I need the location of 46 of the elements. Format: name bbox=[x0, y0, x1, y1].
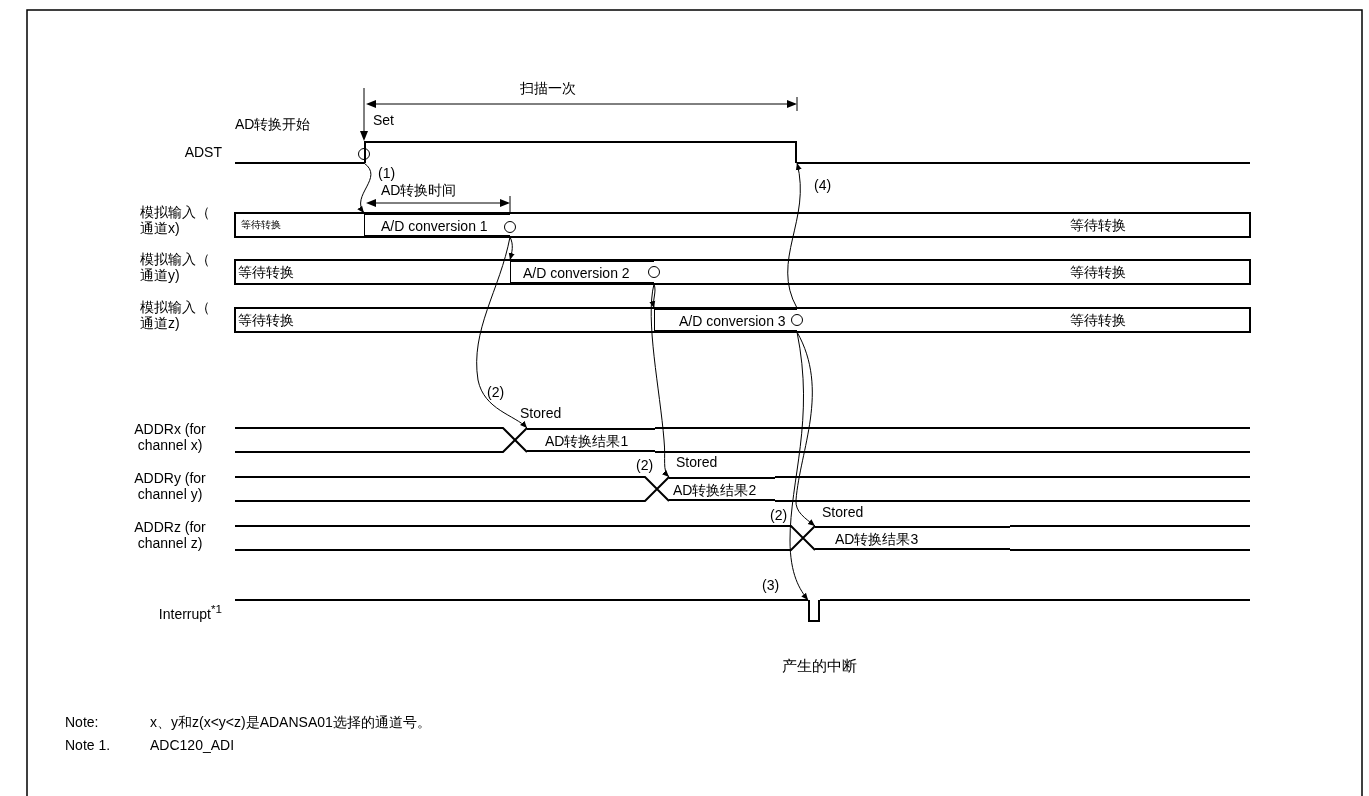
arrow bbox=[357, 162, 372, 214]
signal-name: Interrupt$^{*1}$ bbox=[157, 602, 222, 623]
bus-segment: A/D conversion 1 bbox=[364, 213, 510, 237]
state-label: 等待转换 bbox=[1070, 264, 1126, 281]
edge-label: (1) bbox=[378, 166, 396, 180]
state-label: 等待转换 bbox=[241, 219, 281, 231]
arrow bbox=[649, 283, 656, 309]
bus-segment: AD转换结果1 bbox=[527, 428, 655, 452]
arrow bbox=[787, 162, 802, 309]
bus-segment: AD转换结果2 bbox=[669, 477, 775, 501]
signal-name: ADDRy (for channel y) bbox=[133, 470, 207, 503]
edge-label: (3) bbox=[762, 578, 780, 592]
bus-segment: A/D conversion 3 bbox=[654, 308, 797, 332]
state-label: 等待转换 bbox=[1070, 217, 1126, 234]
dimension-label: AD转换时间 bbox=[381, 182, 457, 199]
arrow bbox=[508, 236, 515, 261]
note-text: x、y和z(x<y<z)是ADANSA01选择的通道号。 bbox=[150, 714, 431, 731]
signal-name: 模拟输入（通道y) bbox=[140, 251, 211, 284]
annotation: Stored bbox=[676, 454, 718, 471]
arrow bbox=[795, 331, 816, 527]
signal-name: 模拟输入（通道x) bbox=[140, 204, 211, 237]
annotation: Set bbox=[373, 112, 394, 129]
note-label: Note: bbox=[65, 714, 99, 731]
annotation: Stored bbox=[822, 504, 864, 521]
annotation: AD转换开始 bbox=[235, 116, 311, 133]
signal-name: ADST bbox=[183, 144, 222, 161]
note-label: Note 1. bbox=[65, 737, 111, 754]
signal-name: ADDRx (for channel x) bbox=[133, 421, 207, 454]
bus-segment: A/D conversion 2 bbox=[510, 260, 654, 284]
state-label: 等待转换 bbox=[1070, 312, 1126, 329]
arrow bbox=[476, 236, 528, 429]
annotation: Stored bbox=[520, 405, 562, 422]
edge-label: (2) bbox=[487, 385, 505, 399]
arrow bbox=[650, 283, 670, 478]
edge-label: (2) bbox=[770, 508, 788, 522]
bus-segment: AD转换结果3 bbox=[815, 526, 1010, 550]
note-text: ADC120_ADI bbox=[150, 737, 235, 754]
signal-name: 模拟输入（通道z) bbox=[140, 299, 211, 332]
state-label: 等待转换 bbox=[238, 264, 294, 281]
arrow bbox=[789, 331, 809, 601]
edge-label: (4) bbox=[814, 178, 832, 192]
edge-label: (2) bbox=[636, 458, 654, 472]
signal-name: ADDRz (for channel z) bbox=[133, 519, 207, 552]
dimension-label: 扫描一次 bbox=[520, 80, 576, 97]
node-label: 产生的中断 bbox=[782, 658, 857, 673]
state-label: 等待转换 bbox=[238, 312, 294, 329]
